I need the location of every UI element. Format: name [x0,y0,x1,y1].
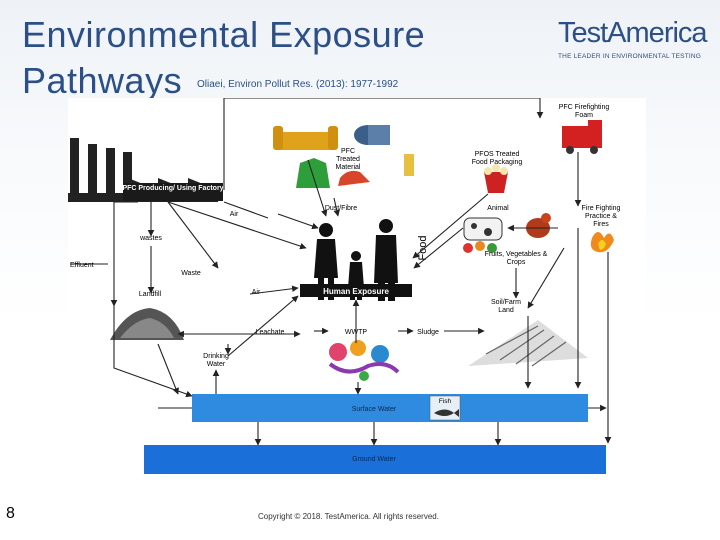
soil-line-1: Soil/Farm [491,299,521,306]
jacket-icon [296,158,330,188]
popcorn-icon [484,164,508,193]
pfos-line-2: Food Packaging [472,159,523,166]
copyright-text: Copyright © 2018. TestAmerica. All right… [258,512,439,521]
logo-name: TestAmerica [558,17,708,49]
human-exposure-label: Human Exposure [323,287,389,296]
family-silhouette-icon [314,219,398,301]
shoe-icon [338,170,370,186]
dust-label: Dust/Fibre [325,205,357,212]
fvc-line-2: Crops [507,259,526,266]
flow-arrows [70,97,612,446]
fish-label: Fish [439,398,452,405]
surface-water-box [192,394,588,422]
fvc-line-1: Fruits, Vegetables & [485,251,548,258]
title-line-1: Environmental Exposure [22,14,426,55]
air-label-1: Air [230,211,239,218]
drinking-water-line-1: Drinking [203,353,229,360]
drinking-water-line-2: Water [207,361,226,368]
sofa-icon [273,126,338,150]
chicken-icon [526,213,551,238]
flames-icon [590,232,614,253]
ground-water-label: Ground Water [352,456,396,463]
testamerica-logo: TestAmerica THE LEADER IN ENVIRONMENTAL … [558,18,708,60]
fish-box [429,395,461,421]
fire-truck-icon [562,120,602,154]
food-label: Food [417,235,429,260]
wwtp-process-icon [328,340,400,381]
ptm-line-2: Treated [336,156,360,163]
effluent-label: Effluent [70,262,94,269]
factory-label-box [123,183,223,201]
veggies-icon [463,241,497,253]
cow-icon [463,217,503,241]
animal-label: Animal [487,205,509,212]
slide-number: 8 [6,505,15,522]
spray-can-icon [404,154,414,176]
ff-line-3: Fires [593,221,609,228]
sludge-label: Sludge [417,329,439,336]
foam-line-1: PFC Firefighting [559,104,610,111]
ff-line-2: Practice & [585,213,617,220]
ptm-line-1: PFC [341,148,355,155]
landfill-label: Landfill [139,291,162,298]
ptm-line-3: Material [336,164,361,171]
waste-label: Waste [181,270,201,277]
citation: Oliaei, Environ Pollut Res. (2013): 1977… [197,79,399,90]
air-label-2: Air [252,289,261,296]
wastes-label: wastes [139,235,162,242]
logo-tagline: THE LEADER IN ENVIRONMENTAL TESTING [558,53,702,60]
soil-line-2: Land [498,307,514,314]
exposure-pathways-diagram: PFC Producing/ Using Factory PFC Treated… [68,97,646,480]
factory-label: PFC Producing/ Using Factory [122,185,223,192]
fish-icon [434,409,459,417]
leachate-label: Leachate [256,329,285,336]
surface-water-label: Surface Water [352,406,397,413]
carpet-roll-icon [354,125,390,145]
ground-water-box [144,445,606,474]
human-exposure-box [300,284,412,297]
landfill-mound-icon [110,308,184,340]
foam-line-2: Foam [575,112,593,119]
title-line-2: Pathways [22,60,183,101]
pfos-line-1: PFOS Treated [475,151,520,158]
ff-line-1: Fire Fighting [582,205,621,212]
slide-title: Environmental Exposure Pathways [22,12,425,104]
